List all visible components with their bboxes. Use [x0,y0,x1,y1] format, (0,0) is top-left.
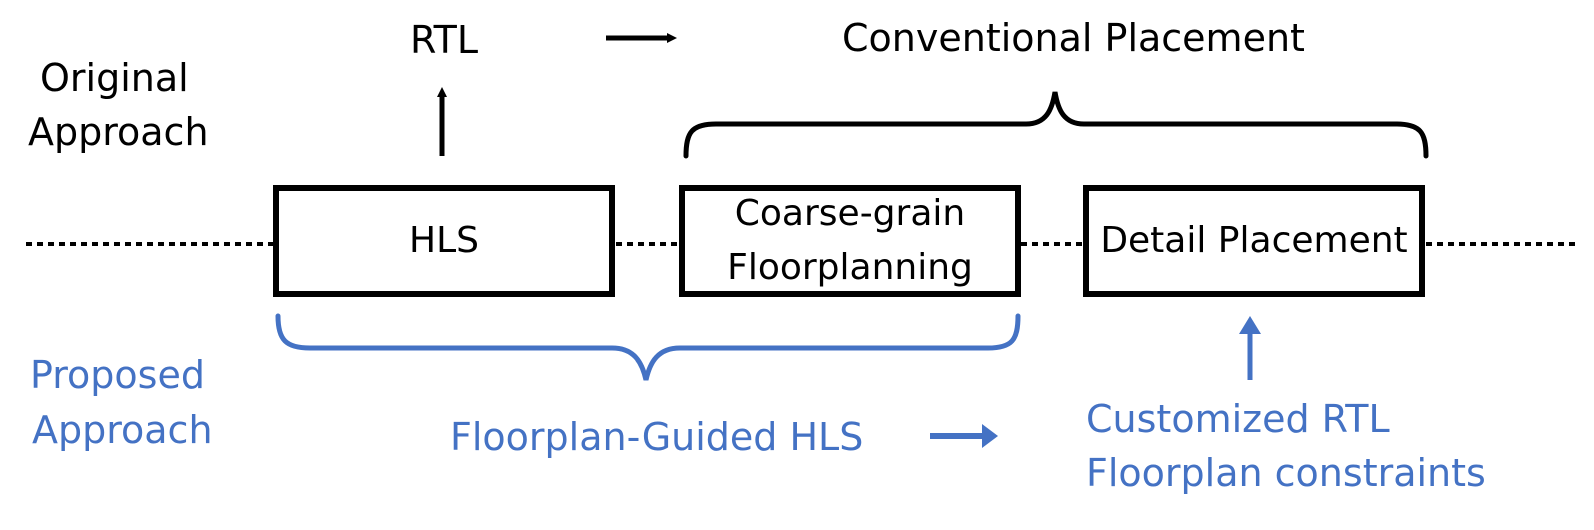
detail-placement-box [1083,185,1425,297]
customized-outputs-line2: Floorplan constraints [1086,451,1486,495]
coarse-grain-box-label-line1: Coarse-grain [734,193,966,234]
hls-to-outputs-arrowhead [982,424,998,448]
conventional-placement-label: Conventional Placement [842,16,1305,60]
hls-box [273,185,615,297]
original-approach-label-line1: Original [40,56,189,100]
original-approach-label-line2: Approach [28,110,209,154]
detail-placement-box-label: Detail Placement [1100,220,1408,261]
rtl-label: RTL [410,18,479,62]
coarse-grain-box-label-line2: Floorplanning [727,247,973,288]
customized-outputs-line1: Customized RTL [1086,397,1390,441]
floorplan-guided-hls-label: Floorplan-Guided HLS [450,415,864,459]
conventional-placement-brace [683,91,1429,159]
proposed-approach-label-line1: Proposed [30,353,205,397]
hls-box-label: HLS [409,220,479,261]
floorplan-guided-hls-brace [275,313,1021,381]
coarse-grain-box [679,185,1021,297]
proposed-approach-label-line2: Approach [32,408,213,452]
outputs-up-arrowhead [1239,316,1261,334]
